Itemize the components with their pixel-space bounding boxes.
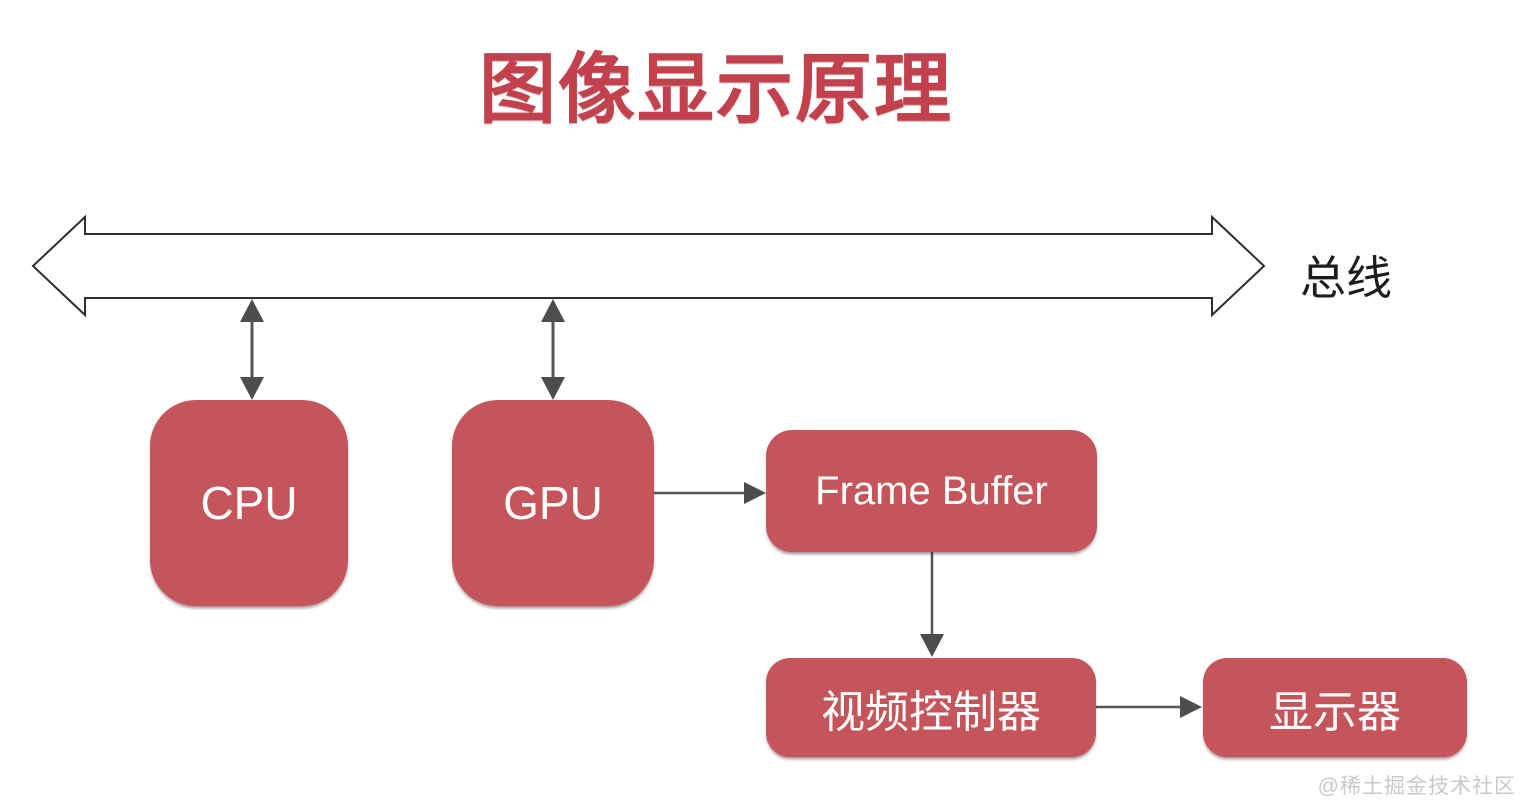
gpu-node-label: GPU [503,477,603,529]
frame-buffer-node-label: Frame Buffer [815,468,1048,513]
videocontroller-to-display-arrow [1096,696,1202,718]
watermark: @稀土掘金技术社区 [1317,775,1516,798]
gpu-to-framebuffer-arrow [654,482,766,504]
frame-buffer-node: Frame Buffer [766,430,1097,552]
video-controller-node-label: 视频控制器 [821,687,1041,737]
bus-label: 总线 [1300,252,1392,304]
cpu-bus-arrow [240,299,264,400]
display-node: 显示器 [1203,658,1467,757]
cpu-node: CPU [150,400,348,606]
bus-double-arrow [31,214,1266,318]
framebuffer-to-videocontroller-arrow [920,552,944,657]
display-node-label: 显示器 [1269,687,1401,737]
page-title: 图像显示原理 [479,47,953,133]
gpu-node: GPU [452,400,654,606]
cpu-node-label: CPU [200,477,298,529]
video-controller-node: 视频控制器 [766,658,1096,757]
gpu-bus-arrow [541,299,565,400]
